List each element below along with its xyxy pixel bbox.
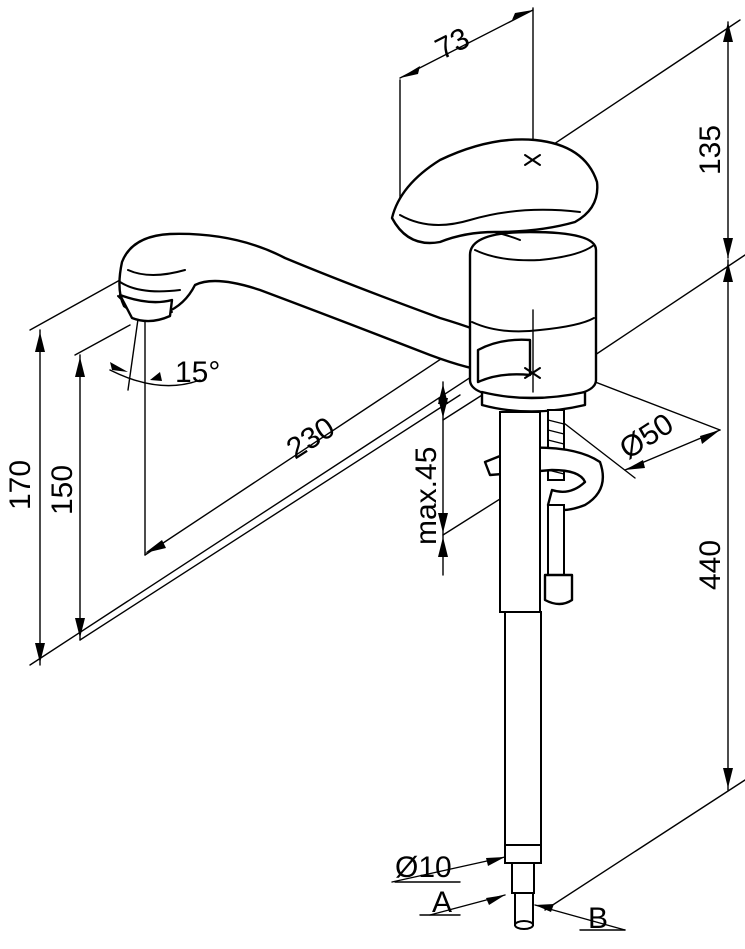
dim-440: 440 <box>694 540 727 590</box>
hose-upper <box>499 411 541 613</box>
hose-lower <box>504 611 542 848</box>
dimension-arrows <box>35 10 733 912</box>
faucet <box>117 138 599 413</box>
label-a: A <box>432 886 452 919</box>
dimension-labels: 73 135 440 230 170 150 max.45 15° Ø50 Ø1… <box>4 22 727 935</box>
dim-diameter-50: Ø50 <box>614 407 680 466</box>
mounting-hardware <box>483 409 605 930</box>
dim-angle-15: 15° <box>175 356 220 389</box>
dim-230: 230 <box>281 411 341 466</box>
dim-170: 170 <box>4 460 37 510</box>
lever-handle <box>390 138 599 245</box>
dimension-lines <box>29 7 745 931</box>
dim-135: 135 <box>694 125 727 175</box>
dim-max45: max.45 <box>410 447 443 545</box>
dim-diameter-10: Ø10 <box>395 851 452 884</box>
spout <box>118 232 502 374</box>
aerator <box>118 293 174 323</box>
dim-150: 150 <box>46 465 79 515</box>
label-b: B <box>588 902 608 935</box>
